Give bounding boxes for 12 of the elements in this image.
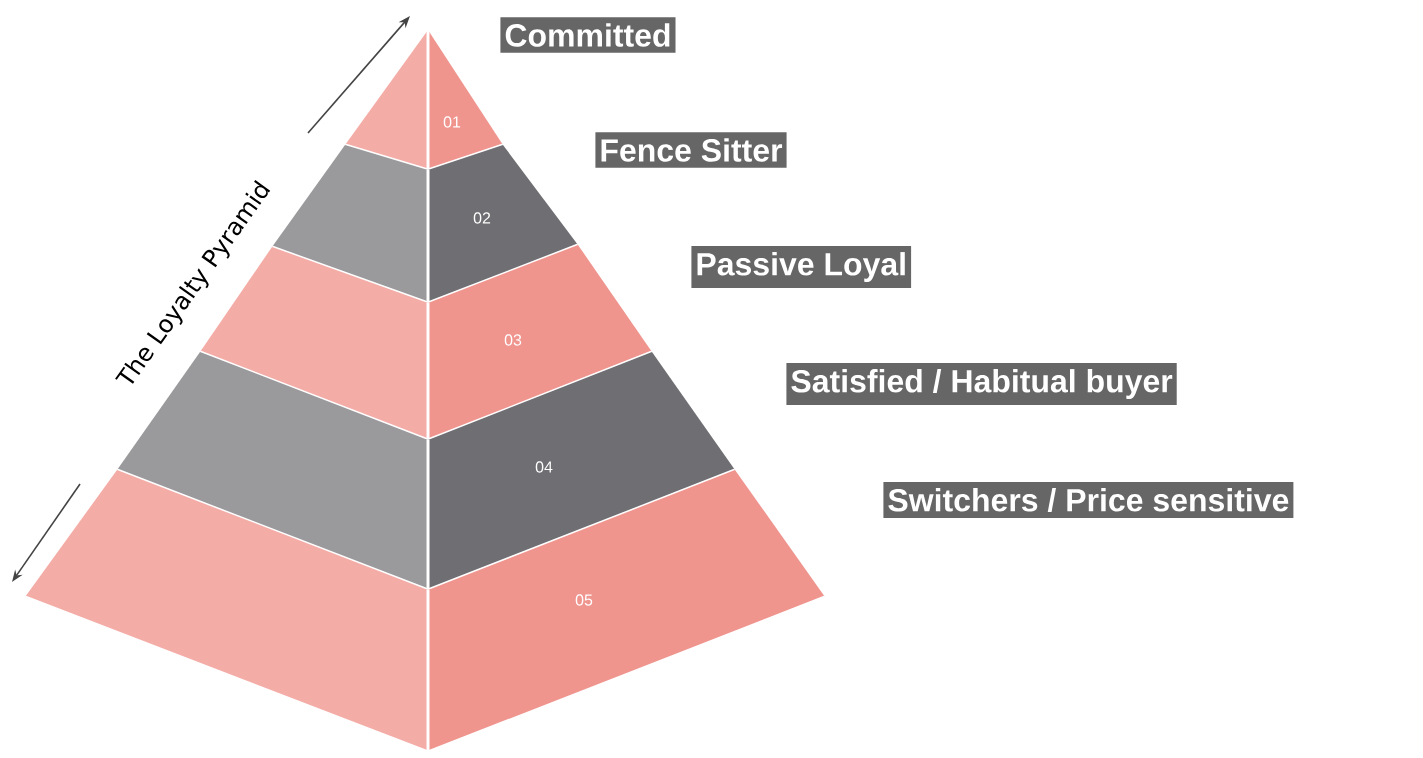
pyramid-layer: 01: [344, 30, 504, 172]
node-label: 01: [443, 116, 461, 128]
node-label: 02: [473, 212, 491, 224]
label-box: Satisfied / Habitual buyer: [786, 363, 1177, 405]
label-box: Passive Loyal: [691, 246, 912, 288]
node-label: 05: [575, 594, 593, 606]
label-box: Committed: [500, 17, 676, 53]
pyramid-layer: 02: [271, 145, 579, 305]
node-label: 03: [504, 334, 522, 346]
node-label: 04: [535, 461, 553, 473]
label-box: Fence Sitter: [595, 132, 787, 168]
label-box: Switchers / Price sensitive: [883, 482, 1294, 518]
